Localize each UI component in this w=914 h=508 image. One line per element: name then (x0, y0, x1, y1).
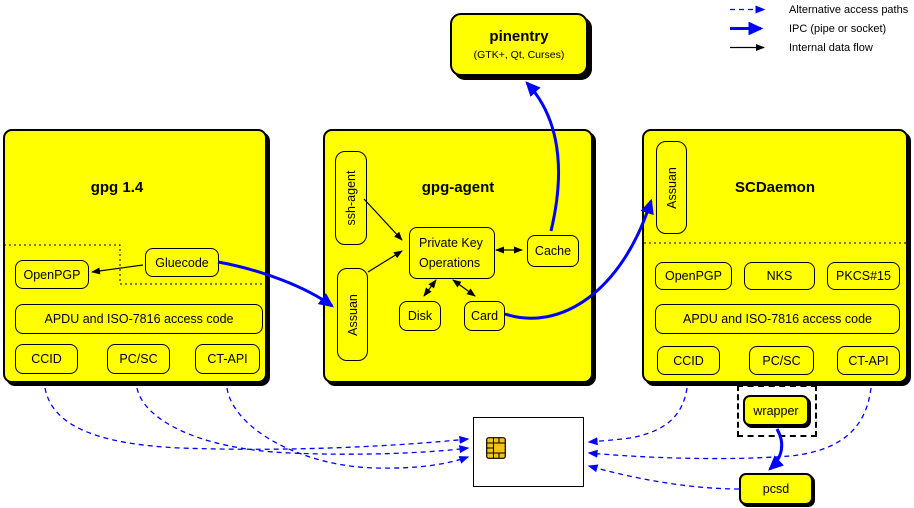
gpg14-title: gpg 1.4 (90, 179, 144, 196)
gpg14-gluecode-box: Gluecode (145, 248, 219, 277)
thick-blue-arrow-icon (730, 22, 764, 35)
gpg14-box: gpg 1.4 OpenPGP Gluecode APDU and ISO-78… (3, 129, 267, 383)
scdaemon-pkcs15-box: PKCS#15 (827, 262, 900, 290)
chip-icon (486, 437, 506, 459)
gpg-agent-box: gpg-agent ssh-agent Assuan Private Key O… (323, 129, 593, 383)
legend-item-internal: Internal data flow (728, 41, 873, 54)
gpg14-pcsc-box: PC/SC (107, 344, 170, 374)
scdaemon-ctapi-box: CT-API (837, 346, 900, 375)
alt-gpg14-pcsc-to-card (136, 387, 470, 455)
cache-box: Cache (527, 235, 579, 267)
legend-label: Internal data flow (789, 41, 873, 54)
gpg-agent-title: gpg-agent (421, 179, 495, 196)
legend-item-ipc: IPC (pipe or socket) (728, 22, 886, 35)
scdaemon-box: SCDaemon Assuan OpenPGP NKS PKCS#15 APDU… (642, 129, 908, 383)
pcsd-box: pcsd (739, 473, 813, 505)
gpg-agent-assuan-box: Assuan (337, 268, 368, 361)
gpg14-ctapi-box: CT-API (195, 344, 260, 374)
scdaemon-ccid-box: CCID (657, 346, 720, 375)
disk-box: Disk (399, 301, 441, 331)
gpg14-apdu-box: APDU and ISO-7816 access code (15, 304, 263, 334)
legend-label: Alternative access paths (789, 3, 909, 16)
legend-label: IPC (pipe or socket) (789, 22, 887, 35)
scdaemon-assuan-box: Assuan (656, 141, 687, 234)
scdaemon-apdu-box: APDU and ISO-7816 access code (655, 304, 900, 334)
private-key-operations-box: Private Key Operations (409, 227, 495, 279)
wrapper-box: wrapper (743, 395, 809, 426)
alt-scdaemon-ccid-to-card (587, 387, 688, 446)
gpg-agent-ssh-agent-box: ssh-agent (335, 151, 367, 245)
gpg14-openpgp-box: OpenPGP (15, 260, 89, 289)
scdaemon-nks-box: NKS (744, 262, 815, 290)
assuan-label: Assuan (345, 293, 360, 336)
dashed-blue-arrow-icon (730, 5, 766, 14)
assuan-label: Assuan (664, 166, 679, 209)
scdaemon-title: SCDaemon (734, 179, 816, 196)
pinentry-box: pinentry (GTK+, Qt, Curses) (450, 13, 588, 76)
pinentry-subtitle: (GTK+, Qt, Curses) (473, 49, 565, 61)
alt-pcsd-to-card (587, 464, 740, 490)
thin-black-arrow-icon (730, 44, 765, 51)
scdaemon-pcsc-box: PC/SC (749, 346, 814, 375)
legend-item-alternative: Alternative access paths (728, 3, 908, 16)
card-box: Card (464, 301, 505, 331)
ssh-agent-label: ssh-agent (344, 170, 358, 226)
pinentry-title: pinentry (489, 28, 549, 45)
smartcard (473, 417, 584, 487)
alt-gpg14-ccid-to-card (44, 387, 470, 450)
scdaemon-openpgp-box: OpenPGP (655, 262, 732, 290)
gpg14-ccid-box: CCID (15, 344, 78, 374)
alt-scdaemon-ctapi-to-card (587, 387, 872, 460)
alt-gpg14-ctapi-to-card (226, 387, 470, 469)
